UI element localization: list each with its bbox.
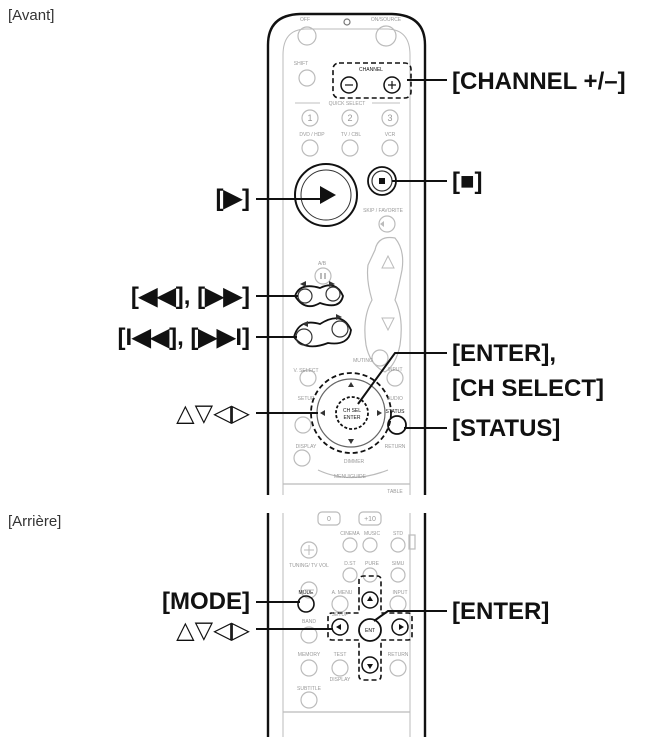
label-menu-guide: MENU/GUIDE (334, 474, 367, 480)
callout-skip: [I◀◀], [▶▶I] (117, 324, 250, 351)
dpad-up-icon (348, 382, 354, 387)
label-plus10: +10 (364, 516, 376, 523)
section-label-front: [Avant] (8, 7, 55, 24)
label-subtitle: SUBTITLE (297, 686, 322, 692)
label-std: STD (393, 531, 403, 537)
callout-arrows-front: △▽◁▷ (176, 399, 250, 427)
label-cinema: CINEMA (340, 531, 360, 537)
label-tv-cbl: TV / CBL (341, 132, 362, 138)
rear-remote-symbols (304, 545, 404, 669)
label-display-rear: DISPLAY (330, 677, 351, 683)
fast-forward-icon (329, 281, 335, 287)
label-shift: SHIFT (294, 61, 308, 67)
label-dst: D.ST (344, 561, 355, 567)
leader-enter-front (357, 352, 447, 405)
rear-up-icon (367, 596, 373, 601)
label-table: TABLE (387, 489, 403, 495)
label-num3: 3 (387, 113, 392, 123)
rear-left-icon (336, 624, 341, 630)
label-channel: CHANNEL (359, 67, 383, 73)
label-quick-select: QUICK SELECT (329, 101, 366, 107)
callout-play: [▶] (215, 185, 250, 212)
skip-back-icon (302, 321, 308, 327)
callout-stop: [■] (452, 168, 483, 195)
label-ch-sel: CH SEL (343, 408, 361, 414)
dpad-down-icon (348, 439, 354, 444)
rewind-icon (300, 281, 306, 287)
callout-mode: [MODE] (162, 588, 250, 615)
vol-up-icon (381, 254, 395, 269)
rear-remote (266, 511, 427, 737)
label-input: INPUT (388, 367, 403, 373)
play-icon (320, 186, 336, 204)
label-input-rear: INPUT (393, 590, 408, 596)
rear-leader-lines (256, 601, 447, 630)
label-num2: 2 (347, 113, 352, 123)
label-display: DISPLAY (296, 444, 317, 450)
label-simu: SIMU (392, 561, 405, 567)
callout-channel: [CHANNEL +/–] (452, 68, 626, 95)
section-label-rear: [Arrière] (8, 513, 62, 530)
callout-enter-front-line1: [ENTER], (452, 340, 556, 367)
rear-right-icon (399, 624, 404, 630)
front-leader-lines (256, 79, 447, 429)
label-ab: A/B (318, 261, 327, 267)
dpad-left-icon (320, 410, 325, 416)
skip-forward-icon (336, 314, 342, 320)
label-setup-rear: SETUP (332, 612, 349, 618)
front-remote-labels: OFF ON/SOURCE SHIFT CHANNEL QUICK SELECT… (293, 17, 405, 495)
label-num1: 1 (307, 113, 312, 123)
pause-icon-right (324, 273, 326, 279)
label-memory: MEMORY (298, 652, 321, 658)
label-off: OFF (300, 17, 310, 23)
label-dvd-hdp: DVD / HDP (299, 132, 325, 138)
label-return: RETURN (385, 444, 406, 450)
label-music: MUSIC (364, 531, 381, 537)
label-setup: SETUP (298, 396, 315, 402)
label-muting: MUTING (353, 358, 373, 364)
leader-enter-rear (373, 610, 447, 622)
label-skip-favorite: SKIP / FAVORITE (363, 208, 403, 214)
label-num0: 0 (327, 516, 331, 523)
front-remote-symbols (300, 178, 395, 444)
label-mode: MODE (299, 590, 315, 596)
callout-search: [◀◀], [▶▶] (130, 283, 250, 310)
pause-icon-left (320, 273, 322, 279)
label-return-rear: RETURN (388, 652, 409, 658)
callout-arrows-rear: △▽◁▷ (176, 616, 250, 644)
callout-enter-rear: [ENTER] (452, 598, 550, 625)
label-test: TEST (334, 652, 347, 658)
label-audio: AUDIO (387, 396, 403, 402)
label-pure: PURE (365, 561, 380, 567)
rear-remote-labels: 0 +10 CINEMA MUSIC STD TUNING/ TV VOL D.… (289, 516, 409, 692)
dpad-right-icon (377, 410, 382, 416)
callout-status: [STATUS] (452, 415, 561, 442)
skip-favorite-icon (380, 221, 384, 227)
rear-down-icon (367, 664, 373, 669)
callout-enter-front-line2: [CH SELECT] (452, 375, 604, 402)
stop-icon (379, 178, 385, 184)
vol-down-icon (381, 317, 395, 332)
label-status: STATUS (386, 409, 406, 415)
label-v-select: V. SELECT (293, 368, 318, 374)
label-dimmer: DIMMER (344, 459, 365, 465)
label-enter: ENTER (344, 415, 361, 421)
label-ent: ENT (365, 628, 375, 634)
label-on-source: ON/SOURCE (371, 17, 402, 23)
label-a-menu: A. MENU (332, 590, 353, 596)
label-band: BAND (302, 619, 316, 625)
label-tuning-tvvol: TUNING/ TV VOL (289, 563, 329, 569)
front-remote (266, 12, 427, 495)
label-vcr: VCR (385, 132, 396, 138)
